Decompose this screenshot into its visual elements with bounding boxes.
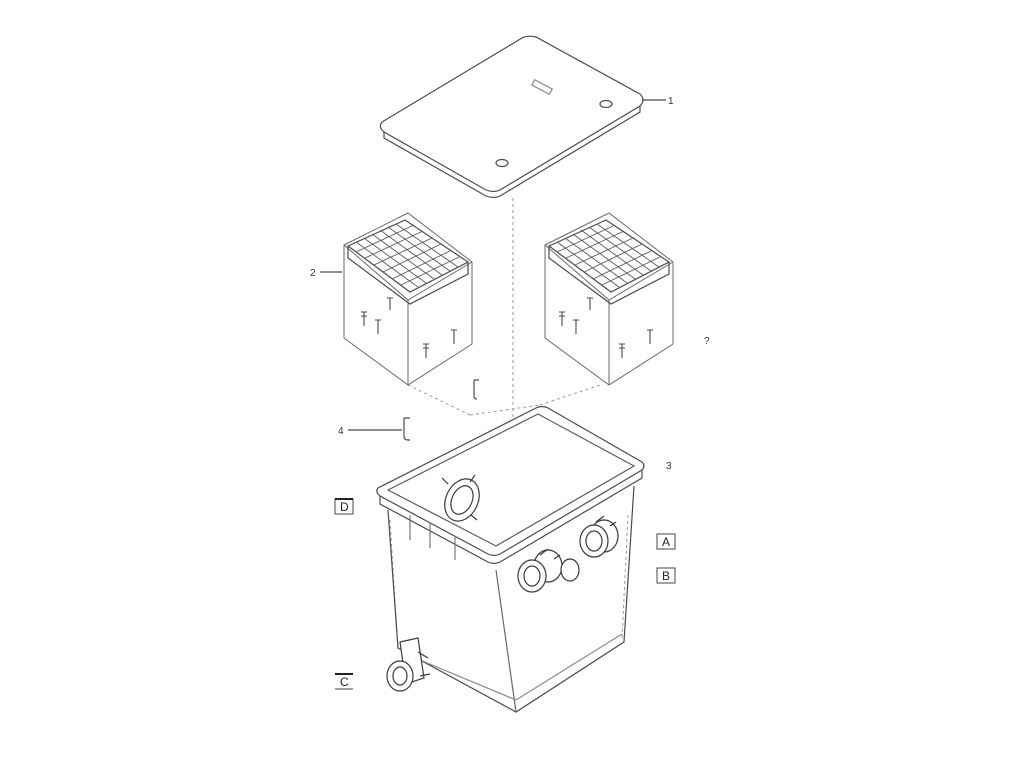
label-item-4: 4 [338,426,344,437]
clip-part [348,379,479,441]
label-item-2: 2 [310,268,316,279]
label-item-3: 3 [666,461,672,472]
port-label-a-text: A [662,535,670,549]
port-label-a: A [656,533,676,550]
label-item-2b: ? [704,336,710,347]
connector-b [517,548,580,593]
port-label-d-text: D [340,500,349,514]
connector-c [386,637,431,692]
filter-housing [376,405,645,713]
port-label-b: B [656,567,676,584]
lid [379,35,666,199]
filter-module-left [320,212,473,386]
port-label-d: D [334,498,354,515]
filter-module-right [544,212,674,386]
port-label-c-text: C [340,675,349,689]
port-label-b-text: B [662,569,670,583]
connector-d [441,474,480,522]
port-label-c: C [335,673,353,690]
label-item-1: 1 [668,96,674,107]
connector-a [579,515,619,558]
